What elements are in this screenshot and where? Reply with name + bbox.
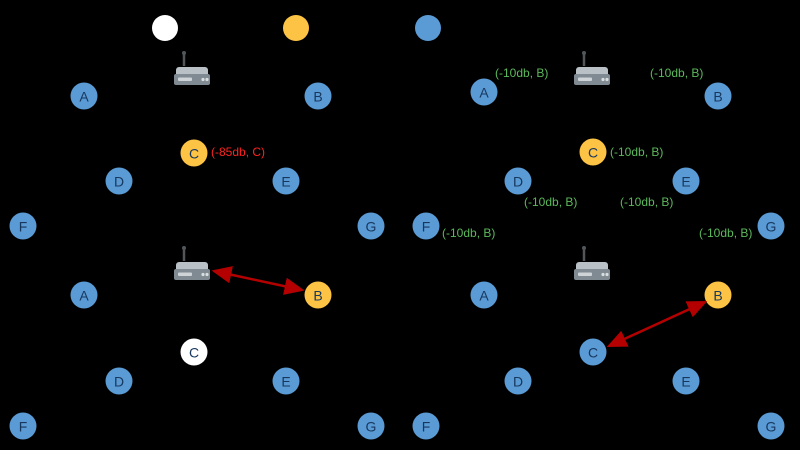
node-e[interactable]: E xyxy=(672,367,700,395)
node-g[interactable]: G xyxy=(757,212,785,240)
node-f[interactable]: F xyxy=(9,412,37,440)
legend-dot-white xyxy=(152,15,178,41)
signal-label: (-10db, B) xyxy=(524,195,578,209)
node-f[interactable]: F xyxy=(412,412,440,440)
antenna-icon xyxy=(174,246,210,280)
node-b[interactable]: B xyxy=(304,281,332,309)
node-a[interactable]: A xyxy=(470,78,498,106)
node-b[interactable]: B xyxy=(304,82,332,110)
node-c[interactable]: C xyxy=(579,138,607,166)
signal-label: (-10db, B) xyxy=(495,66,549,80)
node-e[interactable]: E xyxy=(272,167,300,195)
node-g[interactable]: G xyxy=(357,212,385,240)
node-e[interactable]: E xyxy=(272,367,300,395)
router-icon[interactable] xyxy=(168,49,216,91)
node-c[interactable]: C xyxy=(180,338,208,366)
legend-dot-blue xyxy=(415,15,441,41)
node-d[interactable]: D xyxy=(105,167,133,195)
node-d[interactable]: D xyxy=(504,167,532,195)
link-arrow xyxy=(211,266,305,295)
router-icon[interactable] xyxy=(168,244,216,286)
node-c[interactable]: C xyxy=(579,338,607,366)
signal-label: (-85db, C) xyxy=(211,145,266,159)
node-g[interactable]: G xyxy=(357,412,385,440)
node-f[interactable]: F xyxy=(412,212,440,240)
node-a[interactable]: A xyxy=(70,82,98,110)
node-c[interactable]: C xyxy=(180,139,208,167)
signal-label: (-10db, B) xyxy=(650,66,704,80)
antenna-icon xyxy=(574,246,610,280)
node-d[interactable]: D xyxy=(504,367,532,395)
node-f[interactable]: F xyxy=(9,212,37,240)
antenna-icon xyxy=(174,51,210,85)
link-arrow xyxy=(606,300,708,348)
antenna-icon xyxy=(574,51,610,85)
node-b[interactable]: B xyxy=(704,82,732,110)
node-b[interactable]: B xyxy=(704,281,732,309)
node-e[interactable]: E xyxy=(672,167,700,195)
signal-label: (-10db, B) xyxy=(442,226,496,240)
node-a[interactable]: A xyxy=(470,281,498,309)
node-g[interactable]: G xyxy=(757,412,785,440)
node-a[interactable]: A xyxy=(70,281,98,309)
signal-label: (-10db, B) xyxy=(610,145,664,159)
legend-dot-yellow xyxy=(283,15,309,41)
signal-label: (-10db, B) xyxy=(620,195,674,209)
node-d[interactable]: D xyxy=(105,367,133,395)
router-icon[interactable] xyxy=(568,49,616,91)
signal-label: (-10db, B) xyxy=(699,226,753,240)
router-icon[interactable] xyxy=(568,244,616,286)
